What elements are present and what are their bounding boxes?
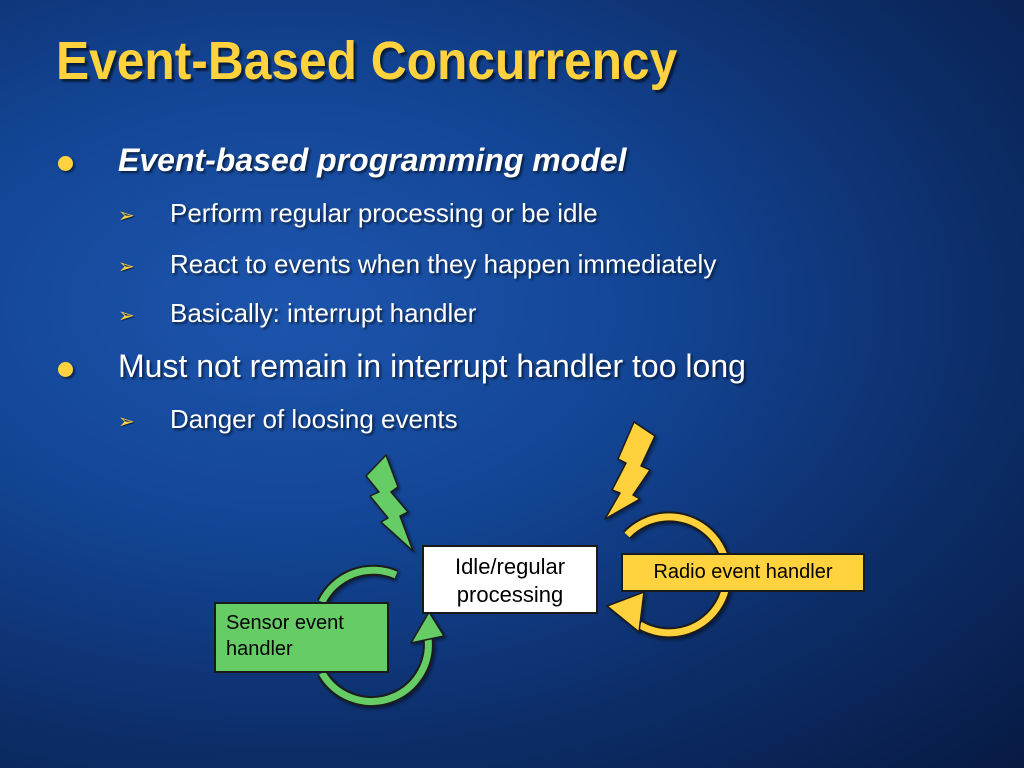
bullet-1-sub-1: Perform regular processing or be idle bbox=[170, 198, 598, 228]
bullet-dot-icon bbox=[58, 156, 73, 171]
bullet-2-text: Must not remain in interrupt handler too… bbox=[118, 348, 746, 384]
bullet-1-text: Event-based programming model bbox=[118, 142, 627, 178]
arrow-bullet-icon: ➢ bbox=[118, 411, 135, 433]
bullet-2-sub-1: Danger of loosing events bbox=[170, 404, 458, 434]
sensor-event-handler-box: Sensor event handler bbox=[214, 602, 389, 673]
sensor-loop-arrow-icon bbox=[317, 564, 445, 707]
radio-event-handler-label: Radio event handler bbox=[653, 561, 833, 583]
arrow-bullet-icon: ➢ bbox=[118, 256, 135, 278]
arrow-bullet-icon: ➢ bbox=[118, 305, 135, 327]
arrow-bullet-icon: ➢ bbox=[118, 205, 135, 227]
sensor-event-handler-line2: handler bbox=[226, 638, 293, 660]
yellow-lightning-icon bbox=[604, 421, 656, 520]
bullet-1-sub-3: Basically: interrupt handler bbox=[170, 298, 477, 328]
sensor-event-handler-line1: Sensor event bbox=[226, 612, 344, 634]
radio-event-handler-box: Radio event handler bbox=[621, 553, 865, 592]
bullet-1-sub-2: React to events when they happen immedia… bbox=[170, 249, 717, 279]
bullet-dot-icon bbox=[58, 362, 73, 377]
idle-processing-line1: Idle/regular bbox=[454, 554, 566, 579]
idle-processing-line2: processing bbox=[456, 582, 564, 607]
idle-processing-box: Idle/regular processing bbox=[422, 545, 598, 614]
green-lightning-icon bbox=[365, 454, 414, 552]
slide-title: Event-Based Concurrency bbox=[56, 31, 678, 91]
